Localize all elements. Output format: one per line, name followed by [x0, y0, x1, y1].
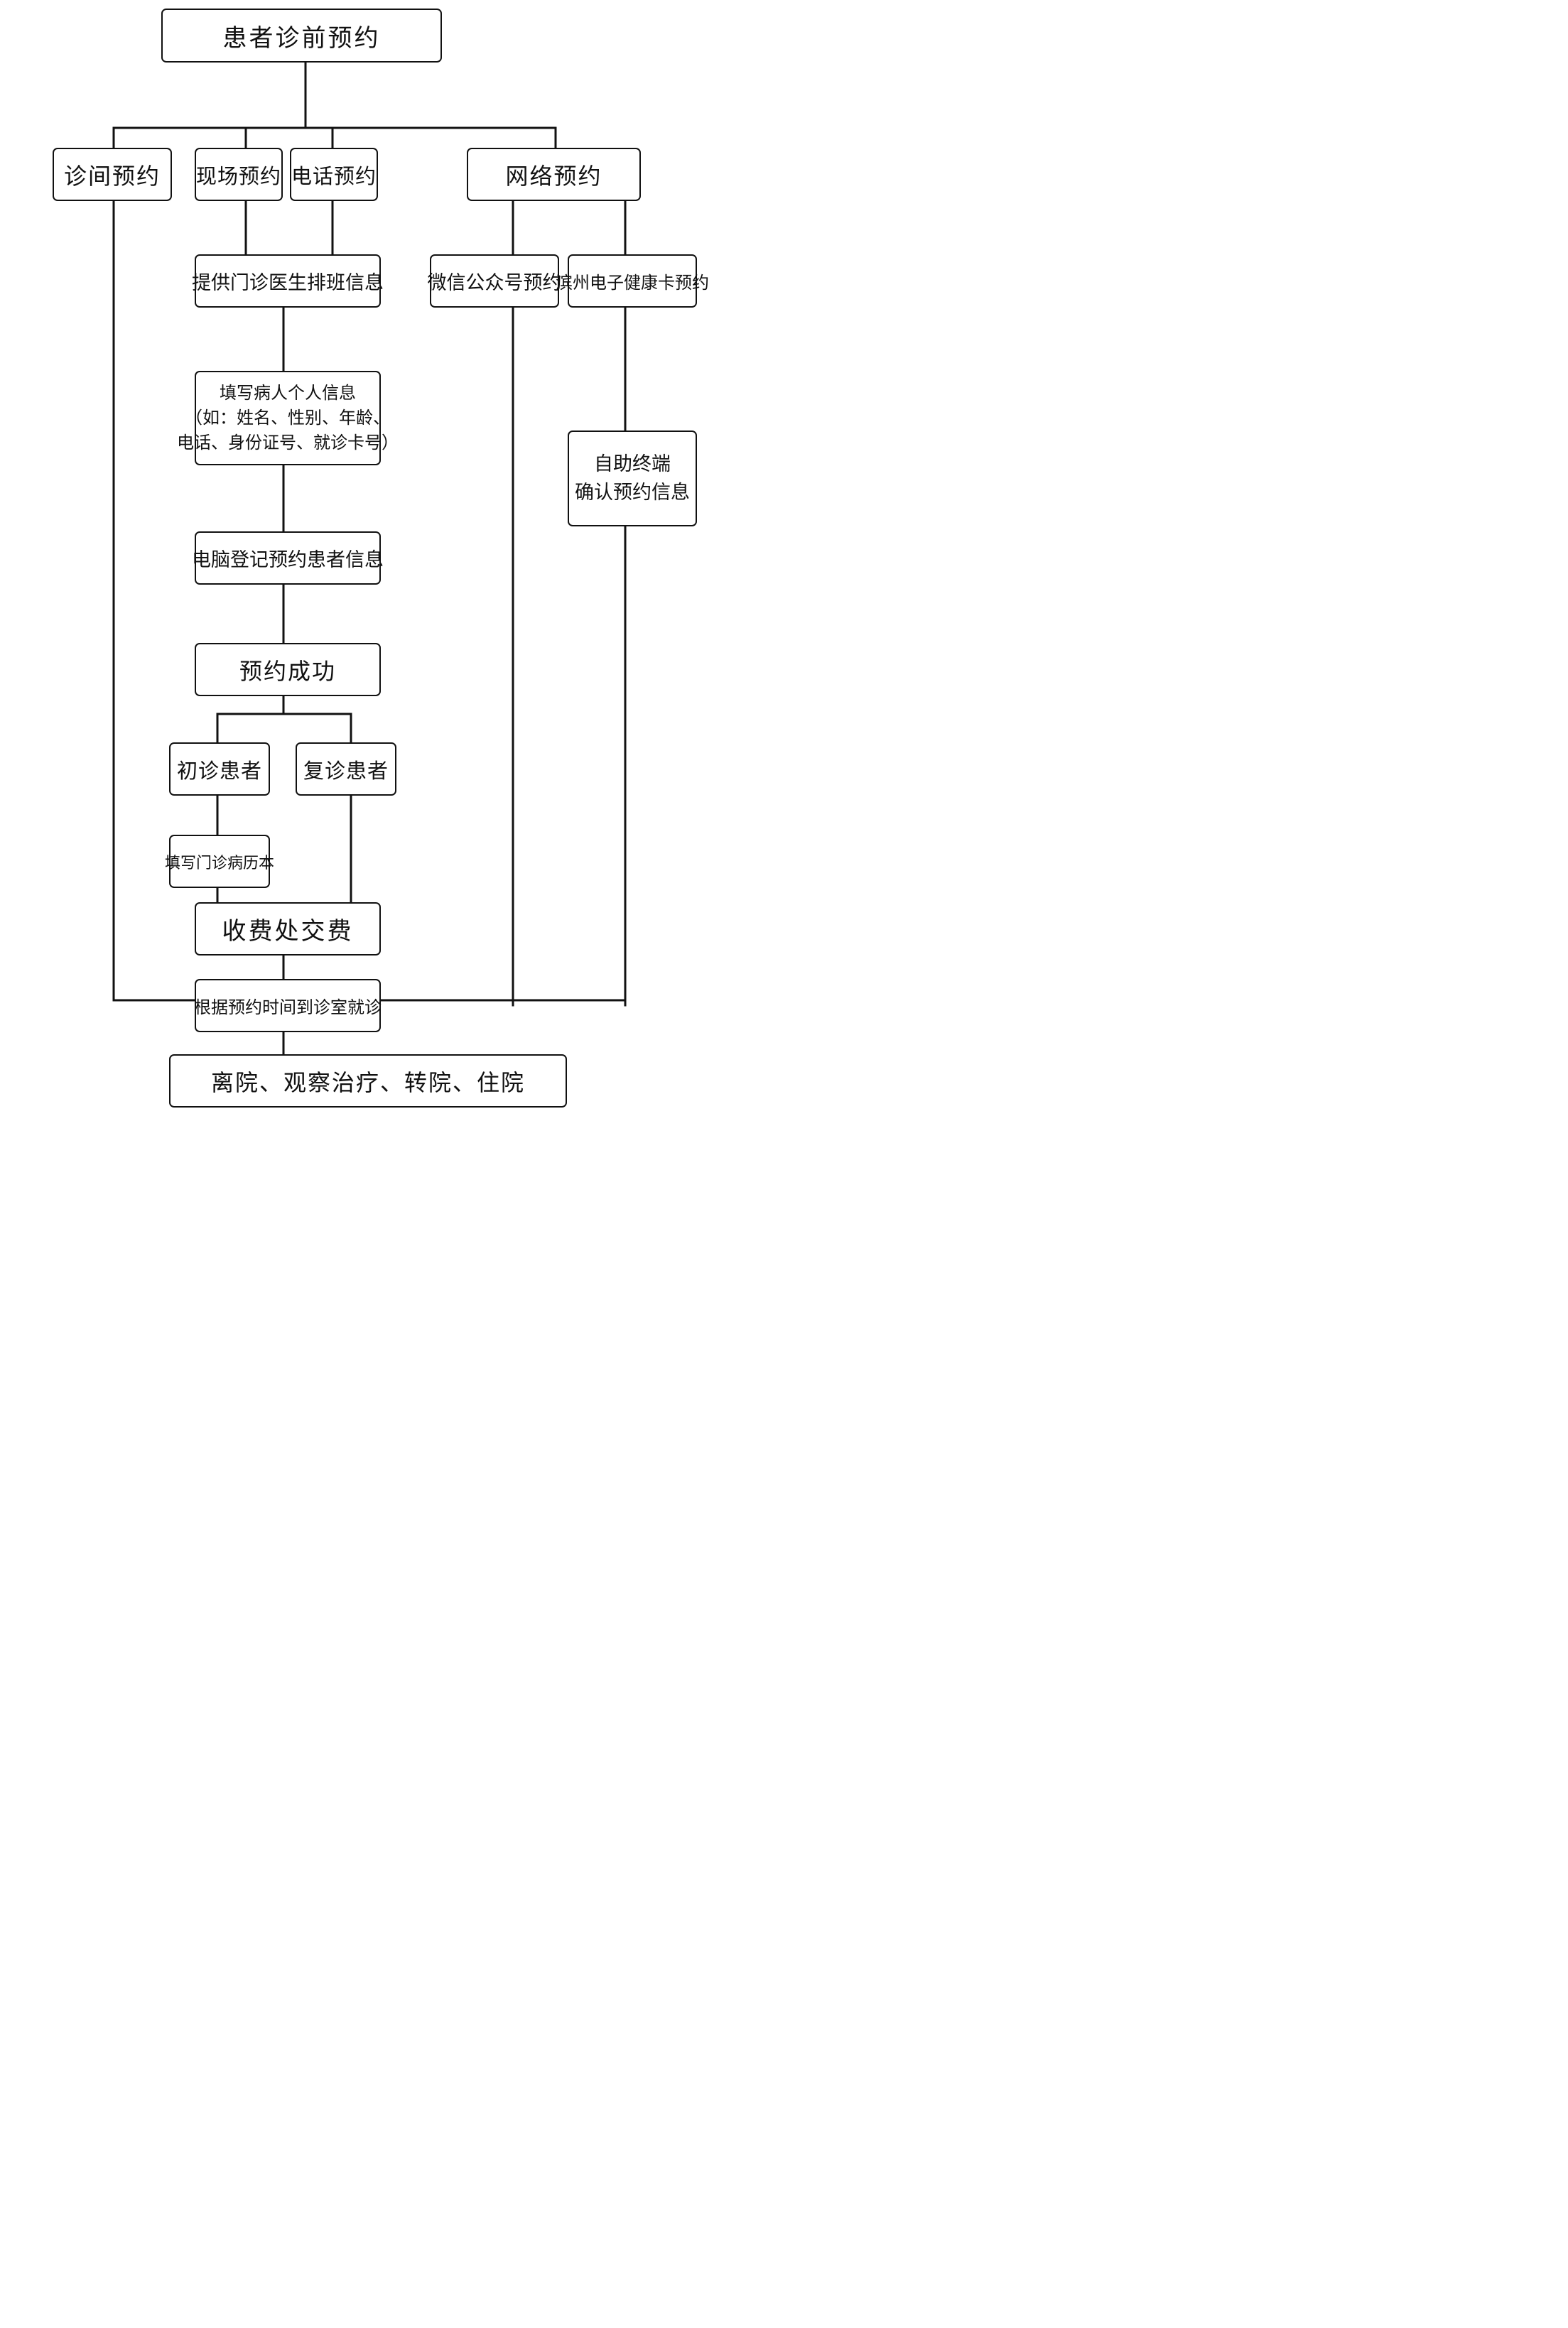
node-label: 诊间预约	[63, 162, 161, 190]
node-label: 预约成功	[239, 657, 336, 685]
node-label-line: 电话、身份证号、就诊卡号）	[177, 432, 399, 453]
node-label: 微信公众号预约	[427, 272, 562, 294]
node-onsite-appointment: 现场预约	[195, 148, 283, 201]
node-label: 初诊患者	[176, 758, 262, 783]
node-online-appointment: 网络预约	[467, 148, 641, 201]
node-visit-clinic: 根据预约时间到诊室就诊	[194, 979, 382, 1032]
node-label: 网络预约	[505, 162, 602, 190]
node-return-visit-patient: 复诊患者	[296, 742, 396, 796]
node-computer-registration: 电脑登记预约患者信息	[192, 531, 384, 585]
node-label-line: 确认预约信息	[575, 481, 690, 504]
node-label: 患者诊前预约	[222, 23, 381, 53]
node-label-line: （如：姓名、性别、年龄、	[185, 408, 390, 428]
node-schedule-info: 提供门诊医生排班信息	[192, 254, 384, 308]
node-clinic-appointment: 诊间预约	[53, 148, 172, 201]
node-health-card-appointment: 滨州电子健康卡预约	[556, 254, 709, 308]
node-first-visit-patient: 初诊患者	[169, 742, 270, 796]
node-payment-counter: 收费处交费	[195, 902, 381, 955]
node-label: 收费处交费	[222, 917, 354, 946]
connector-lines	[112, 61, 627, 1056]
node-self-service-terminal: 自助终端 确认预约信息	[568, 431, 697, 526]
node-fill-patient-info: 填写病人个人信息 （如：姓名、性别、年龄、 电话、身份证号、就诊卡号）	[177, 371, 399, 465]
node-label: 根据预约时间到诊室就诊	[194, 997, 382, 1017]
node-label: 离院、观察治疗、转院、住院	[210, 1068, 525, 1096]
node-fill-medical-record: 填写门诊病历本	[165, 835, 274, 888]
node-appointment-success: 预约成功	[195, 643, 381, 696]
node-outcome: 离院、观察治疗、转院、住院	[169, 1054, 567, 1108]
node-label: 复诊患者	[303, 758, 389, 783]
node-patient-pre-appointment: 患者诊前预约	[161, 9, 442, 63]
node-label-line: 填写病人个人信息	[220, 383, 356, 404]
node-label: 电脑登记预约患者信息	[192, 549, 384, 571]
node-phone-appointment: 电话预约	[290, 148, 378, 201]
node-label: 提供门诊医生排班信息	[192, 272, 384, 294]
node-label: 现场预约	[196, 163, 282, 188]
node-label: 滨州电子健康卡预约	[556, 273, 709, 293]
node-label: 电话预约	[291, 163, 377, 188]
node-wechat-appointment: 微信公众号预约	[427, 254, 562, 308]
node-label-line: 自助终端	[594, 453, 671, 476]
node-label: 填写门诊病历本	[165, 854, 275, 872]
